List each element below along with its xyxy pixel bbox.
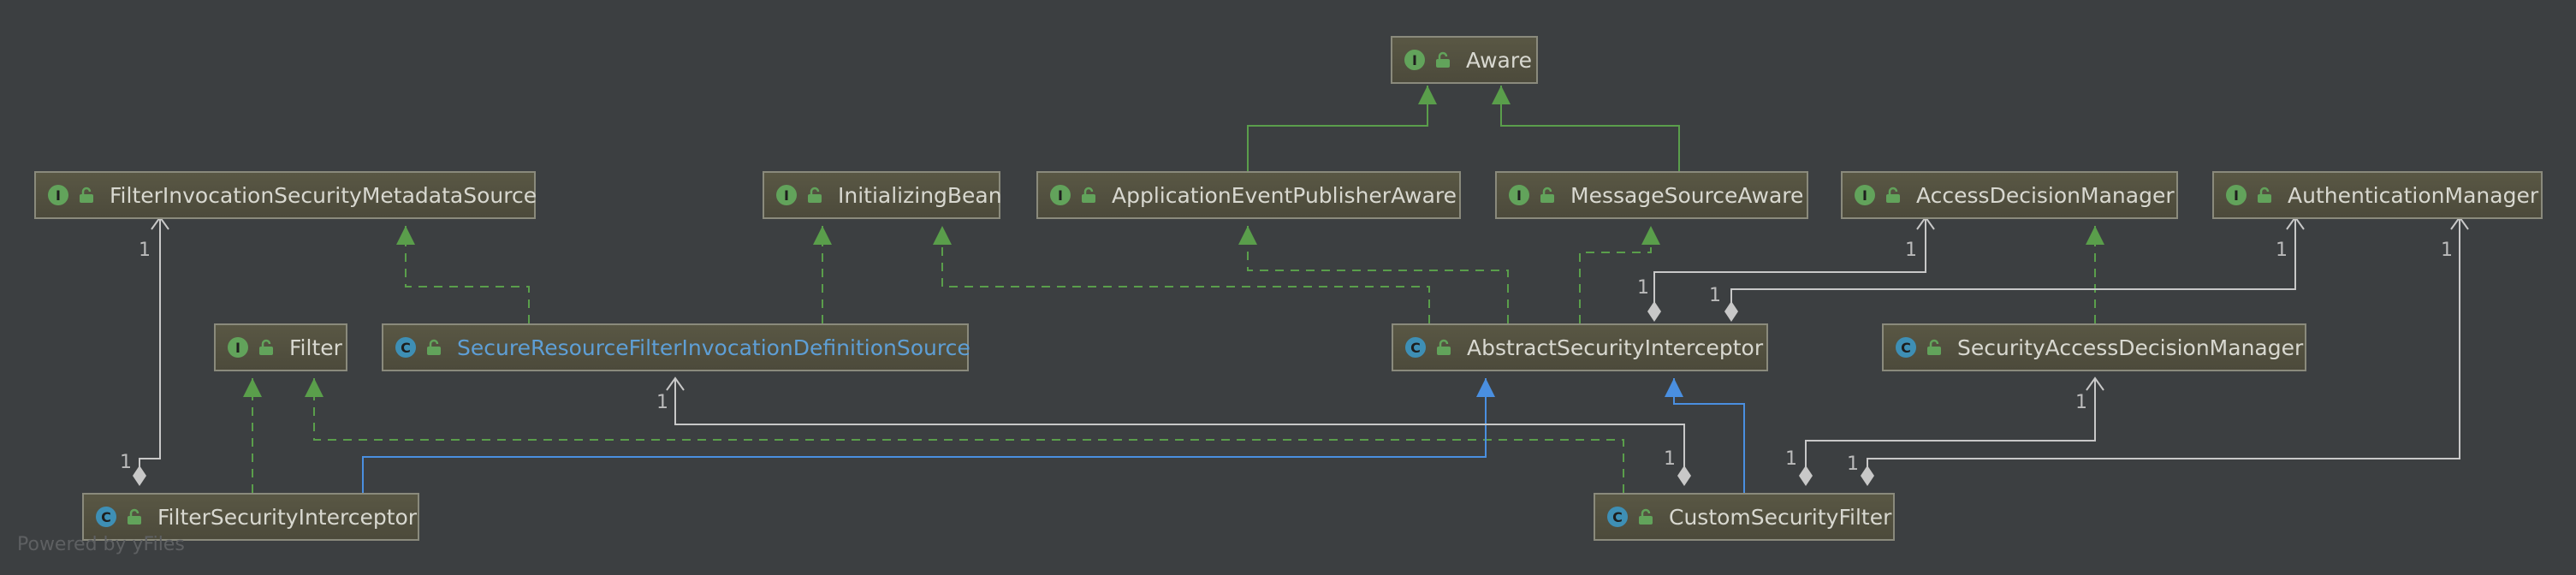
arrowhead-abstract-left <box>1476 378 1495 397</box>
open-arrow-sec-access <box>2086 376 2104 391</box>
arrowhead-init-bean-left <box>813 226 832 245</box>
interface-node-initializing-bean[interactable]: I InitializingBean <box>763 171 1002 219</box>
edge-custom-implements-filter <box>313 378 1624 493</box>
node-label: CustomSecurityFilter <box>1669 504 1892 530</box>
class-badge-icon: C <box>1896 337 1916 358</box>
edge-msg-src-aware-extends <box>1500 86 1680 171</box>
class-node-secure-resource-filter-invocation-definition-source[interactable]: C SecureResourceFilterInvocationDefiniti… <box>382 323 970 371</box>
multiplicity-label: 1 <box>1637 277 1649 299</box>
class-badge-icon: C <box>96 507 116 527</box>
node-label: MessageSourceAware <box>1570 182 1804 208</box>
edge-filter-sec-extends-abstract <box>362 378 1487 493</box>
class-node-custom-security-filter[interactable]: C CustomSecurityFilter <box>1594 493 1895 541</box>
multiplicity-label: 1 <box>1905 240 1917 261</box>
interface-badge-icon: I <box>1050 185 1071 205</box>
diamond-filter-sec <box>133 465 146 486</box>
interface-badge-icon: I <box>228 337 248 358</box>
class-badge-icon: C <box>1607 507 1628 527</box>
interface-node-filter-invocation-security-metadata-source[interactable]: I FilterInvocationSecurityMetadataSource <box>34 171 537 219</box>
public-lock-icon <box>1540 187 1554 203</box>
node-label: Filter <box>289 335 342 360</box>
public-lock-icon <box>1082 187 1095 203</box>
node-label: AbstractSecurityInterceptor <box>1467 335 1764 360</box>
public-lock-icon <box>427 339 441 355</box>
public-lock-icon <box>80 187 93 203</box>
arrowhead-abstract-right <box>1665 378 1683 397</box>
edge-app-event-aware-extends <box>1247 86 1428 171</box>
arrowhead-meta-source <box>396 226 415 245</box>
class-node-filter-security-interceptor[interactable]: C FilterSecurityInterceptor <box>82 493 419 541</box>
node-label: AccessDecisionManager <box>1916 182 2175 208</box>
public-lock-icon <box>1927 339 1941 355</box>
interface-badge-icon: I <box>1855 185 1875 205</box>
multiplicity-label: 1 <box>1847 453 1859 475</box>
public-lock-icon <box>1886 187 1900 203</box>
interface-badge-icon: I <box>776 185 797 205</box>
multiplicity-label: 1 <box>120 452 132 473</box>
edge-abstract-to-auth <box>1730 217 2296 311</box>
open-arrow-secure-src <box>666 376 685 391</box>
interface-node-message-source-aware[interactable]: I MessageSourceAware <box>1495 171 1808 219</box>
edge-abstract-implements-init <box>941 226 1430 323</box>
public-lock-icon <box>259 339 273 355</box>
interface-node-filter[interactable]: I Filter <box>214 323 347 371</box>
class-node-abstract-security-interceptor[interactable]: C AbstractSecurityInterceptor <box>1392 323 1768 371</box>
public-lock-icon <box>128 508 141 525</box>
class-node-security-access-decision-manager[interactable]: C SecurityAccessDecisionManager <box>1882 323 2306 371</box>
public-lock-icon <box>808 187 822 203</box>
interface-node-aware[interactable]: I Aware <box>1391 36 1538 84</box>
public-lock-icon <box>1639 508 1653 525</box>
edge-custom-to-secure-src <box>674 378 1685 476</box>
node-label: ApplicationEventPublisherAware <box>1112 182 1457 208</box>
arrowhead-app-event <box>1238 226 1257 245</box>
arrowhead-aware-left <box>1418 86 1437 104</box>
diamond-custom-1 <box>1677 465 1691 486</box>
public-lock-icon <box>1436 51 1450 68</box>
edge-secure-src-implements-meta <box>405 226 530 323</box>
interface-badge-icon: I <box>1404 50 1425 70</box>
edge-abstract-implements-app-event <box>1247 226 1509 323</box>
class-badge-icon: C <box>395 337 416 358</box>
diamond-custom-2 <box>1799 465 1813 486</box>
multiplicity-label: 1 <box>2441 240 2453 261</box>
diamond-abstract-left <box>1647 301 1661 322</box>
public-lock-icon <box>2258 187 2271 203</box>
class-badge-icon: C <box>1405 337 1426 358</box>
node-label: SecurityAccessDecisionManager <box>1957 335 2304 360</box>
interface-node-application-event-publisher-aware[interactable]: I ApplicationEventPublisherAware <box>1036 171 1461 219</box>
interface-badge-icon: I <box>1509 185 1529 205</box>
edge-abstract-implements-msg-src <box>1579 226 1652 323</box>
multiplicity-label: 1 <box>1664 448 1676 470</box>
multiplicity-label: 1 <box>2276 240 2288 261</box>
node-label: FilterInvocationSecurityMetadataSource <box>110 182 537 208</box>
edge-abstract-to-adm <box>1653 217 1926 311</box>
interface-node-authentication-manager[interactable]: I AuthenticationManager <box>2212 171 2543 219</box>
diamond-abstract-right <box>1724 301 1738 322</box>
arrowhead-init-bean-right <box>933 226 952 245</box>
multiplicity-label: 1 <box>1785 448 1797 470</box>
arrowhead-filter-left <box>243 378 262 397</box>
node-label: SecureResourceFilterInvocationDefinition… <box>457 335 970 360</box>
public-lock-icon <box>1437 339 1451 355</box>
powered-by-footer: Powered by yFiles <box>17 534 185 555</box>
multiplicity-label: 1 <box>139 240 151 261</box>
interface-badge-icon: I <box>2226 185 2247 205</box>
multiplicity-label: 1 <box>1709 285 1721 306</box>
arrowhead-adm <box>2086 226 2104 245</box>
multiplicity-label: 1 <box>656 392 668 413</box>
arrowhead-aware-right <box>1492 86 1511 104</box>
interface-badge-icon: I <box>48 185 68 205</box>
node-label: InitializingBean <box>838 182 1002 208</box>
multiplicity-label: 1 <box>2075 392 2087 413</box>
arrowhead-filter-right <box>305 378 323 397</box>
arrowhead-msg-source <box>1641 226 1660 245</box>
node-label: Aware <box>1466 47 1532 73</box>
interface-node-access-decision-manager[interactable]: I AccessDecisionManager <box>1841 171 2178 219</box>
diamond-custom-3 <box>1861 465 1874 486</box>
edge-custom-to-sec-access <box>1805 378 2096 476</box>
node-label: FilterSecurityInterceptor <box>157 504 418 530</box>
node-label: AuthenticationManager <box>2288 182 2539 208</box>
